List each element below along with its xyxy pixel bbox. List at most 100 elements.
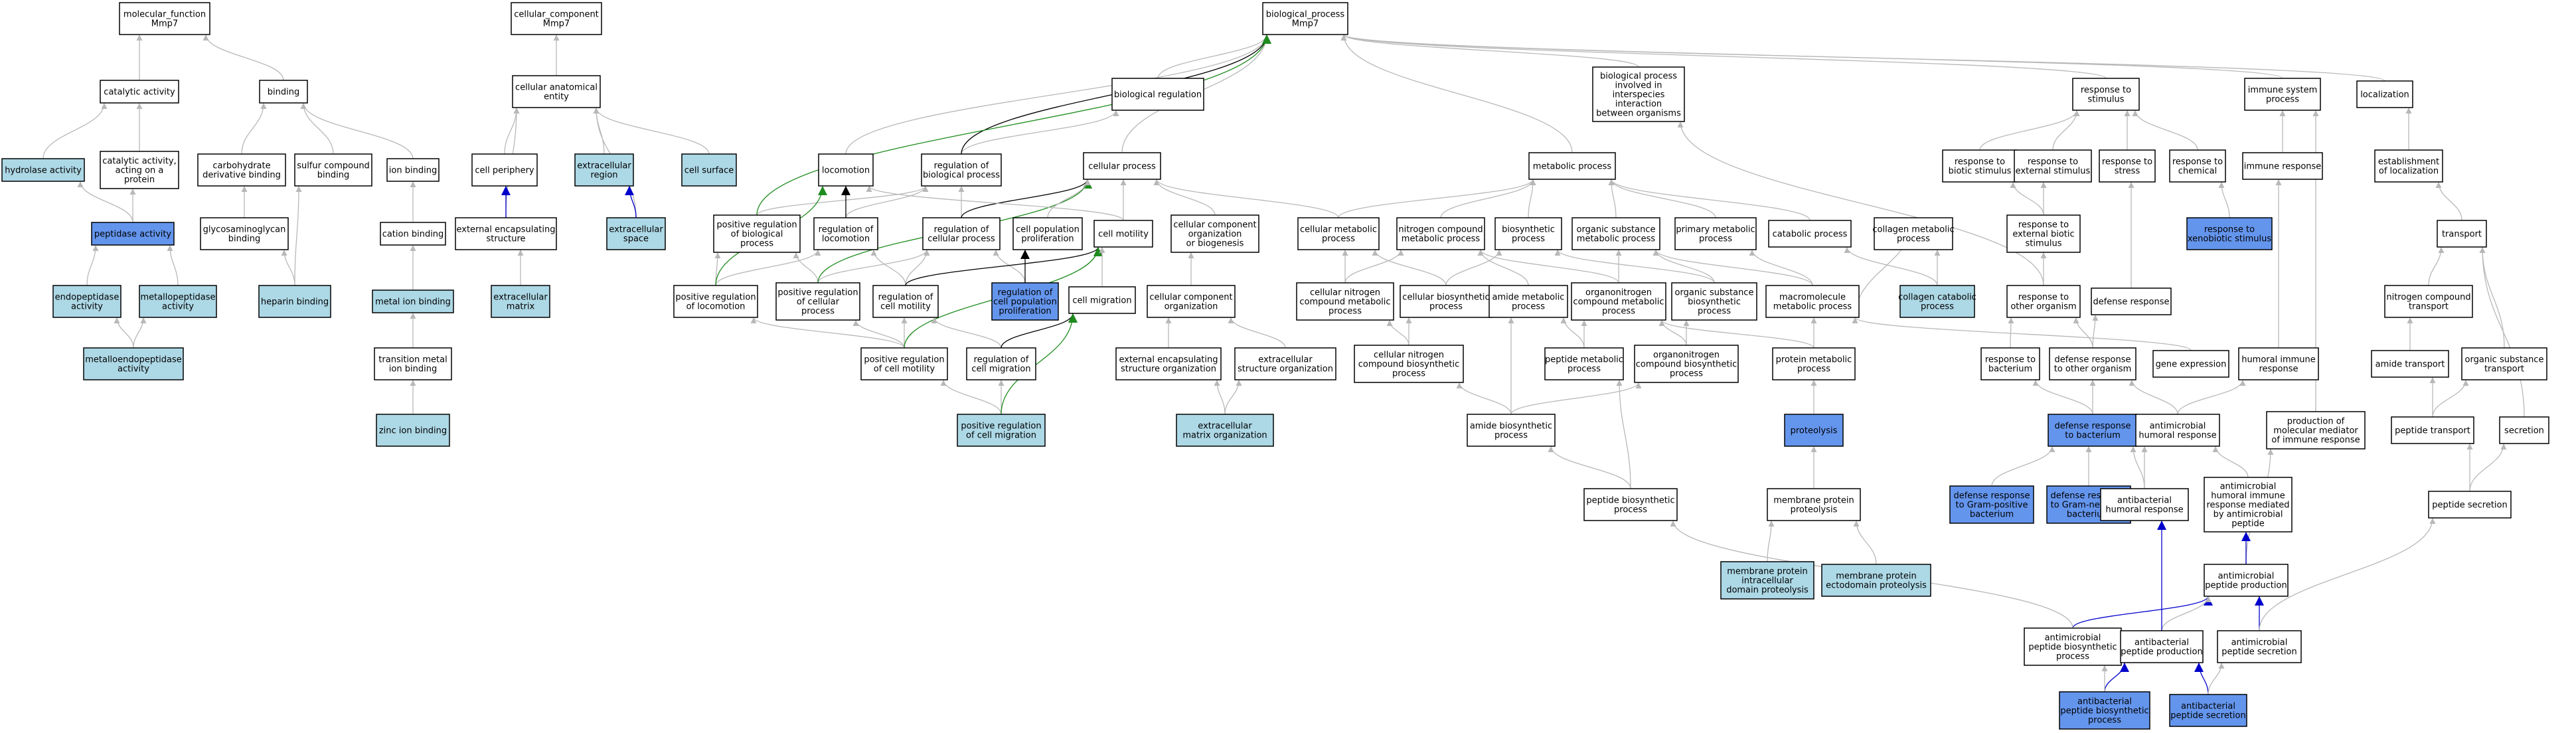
go-term-node-metal-ion[interactable]: metal ion binding <box>372 289 454 313</box>
go-term-node-cell-migration[interactable]: cell migration <box>1068 286 1136 314</box>
go-term-node-defense[interactable]: defense response <box>2091 287 2172 315</box>
go-term-node-cell-motility[interactable]: cell motility <box>1093 220 1153 248</box>
go-term-node-secretion[interactable]: secretion <box>2499 416 2549 444</box>
go-term-node-cell-periph[interactable]: cell periphery <box>471 153 538 187</box>
go-term-node-hydrolase[interactable]: hydrolase activity <box>1 158 85 182</box>
go-term-node-cell-surface[interactable]: cell surface <box>681 153 737 187</box>
go-term-node-amide-transport[interactable]: amide transport <box>2371 350 2449 378</box>
go-term-node-localization[interactable]: localization <box>2356 80 2413 108</box>
go-term-node-bio-reg[interactable]: biological regulation <box>1111 78 1204 111</box>
go-term-node-heparin[interactable]: heparin binding <box>258 285 331 318</box>
go-term-node-binding[interactable]: binding <box>259 80 308 104</box>
go-term-node-cation-bind[interactable]: cation binding <box>380 222 446 246</box>
go-term-node-immune-resp[interactable]: immune response <box>2242 152 2323 180</box>
go-term-node-gene-expr[interactable]: gene expression <box>2152 350 2229 378</box>
go-term-node-zinc[interactable]: zinc ion binding <box>376 414 450 447</box>
go-term-node-pep-secretion[interactable]: peptide secretion <box>2428 491 2512 519</box>
go-term-node-pep-transport[interactable]: peptide transport <box>2391 416 2474 444</box>
go-term-node-transport[interactable]: transport <box>2437 220 2487 248</box>
go-term-node-cellular-process[interactable]: cellular process <box>1083 152 1161 180</box>
go-term-node-catalytic[interactable]: catalytic activity <box>100 80 179 104</box>
go-term-node-ion-bind[interactable]: ion binding <box>386 158 440 182</box>
go-term-node-locomotion[interactable]: locomotion <box>818 153 874 187</box>
go-term-node-peptidase[interactable]: peptidase activity <box>91 222 175 246</box>
